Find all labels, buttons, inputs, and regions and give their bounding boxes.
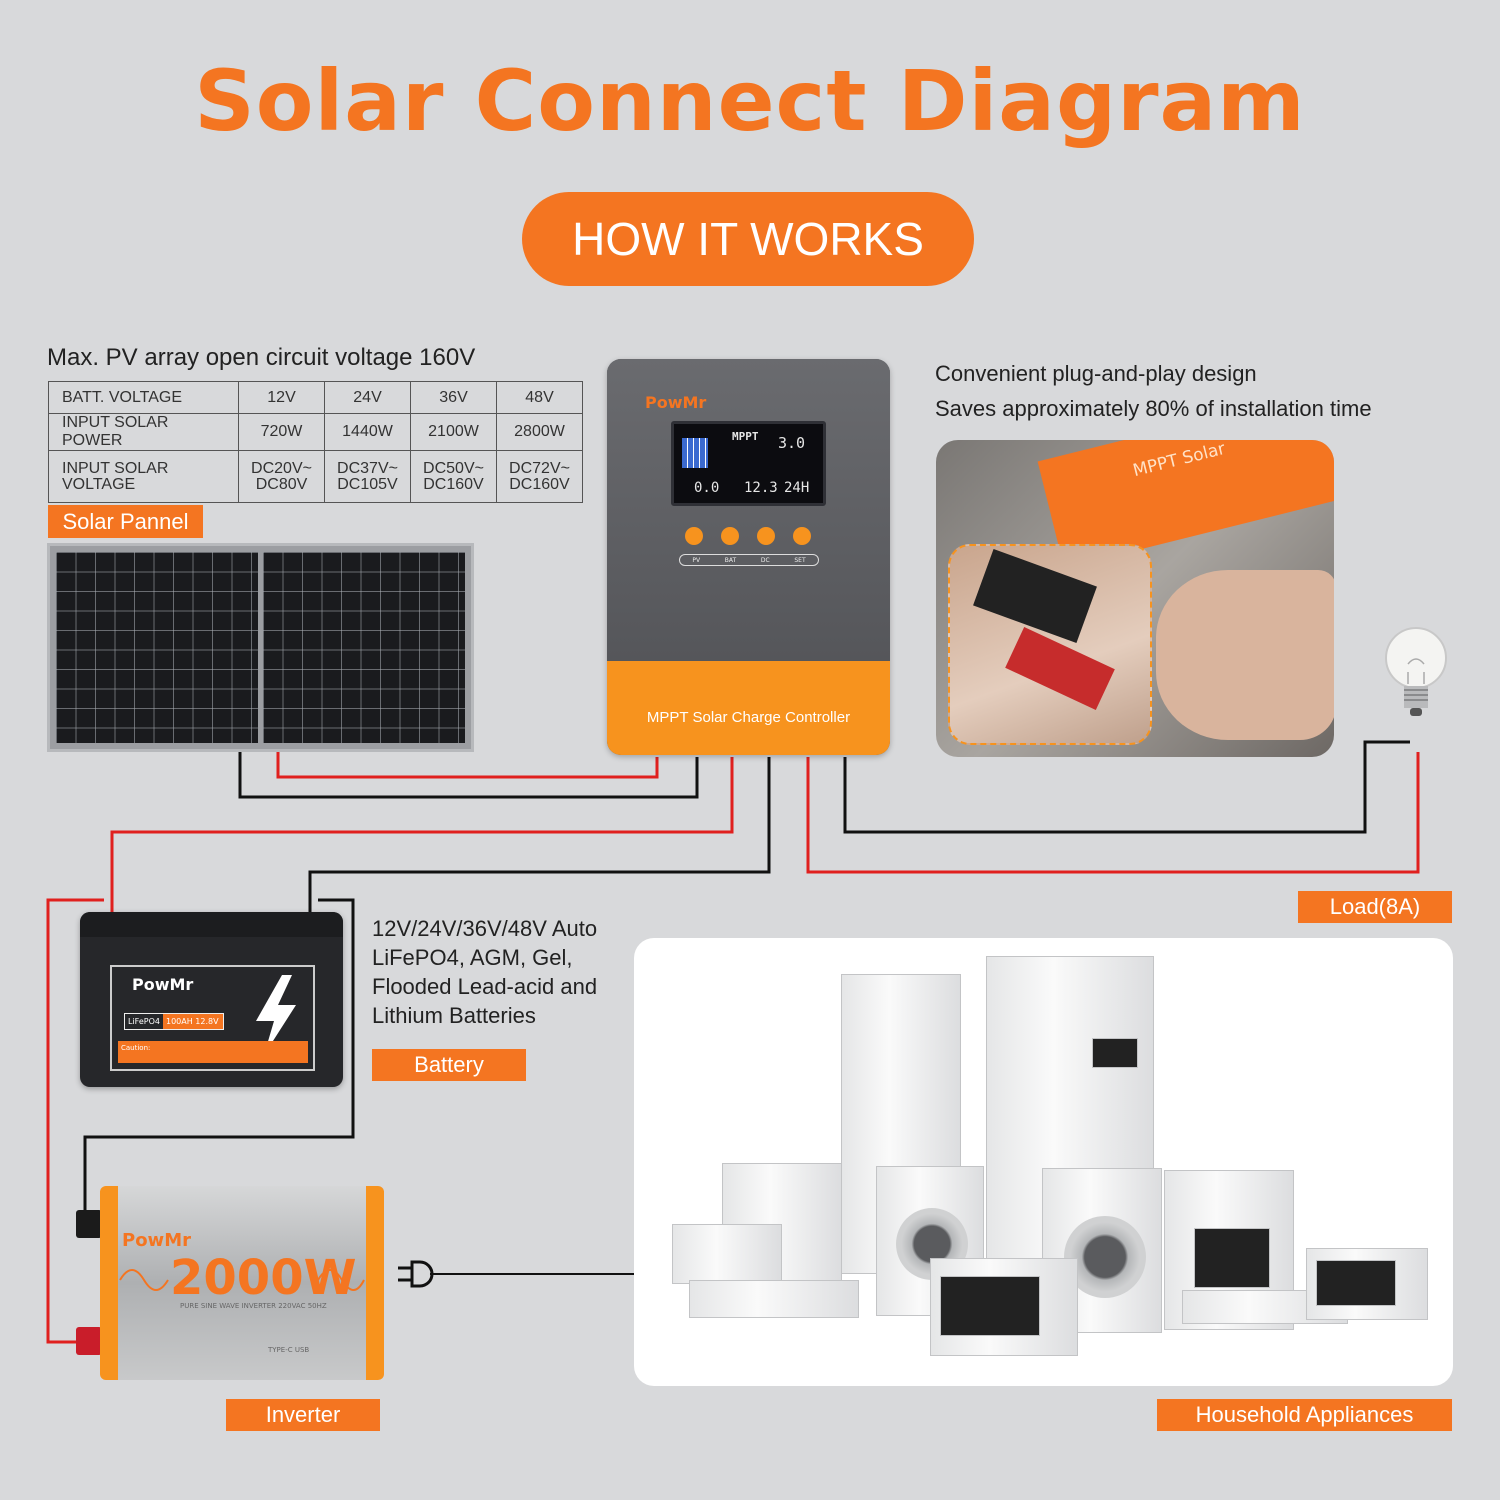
spec-header-cell: 48V [496, 381, 583, 414]
spec-cell: INPUT SOLAR POWER [48, 413, 239, 451]
button-legend-set: SET [794, 556, 806, 564]
hand-image [1156, 570, 1334, 740]
light-bulb-icon [1385, 627, 1447, 716]
battery-label: Battery [372, 1049, 526, 1081]
inverter-unit: PowMr 2000W PURE SINE WAVE INVERTER 220V… [100, 1186, 384, 1380]
dc-button [757, 527, 775, 545]
solar-panel-icon [682, 438, 708, 468]
inverter-brand: PowMr [122, 1230, 191, 1251]
battery-neg-wire [308, 757, 771, 912]
max-pv-voltage-note: Max. PV array open circuit voltage 160V [47, 344, 476, 371]
lcd-battery-reading: 12.3 [744, 480, 778, 496]
battery-pos-wire [110, 757, 734, 912]
spec-cell: INPUT SOLAR VOLTAGE [48, 450, 239, 503]
spec-header-cell: 12V [238, 381, 325, 414]
solar-neg-wire [238, 752, 699, 799]
battery-compat-text: 12V/24V/36V/48V Auto LiFePO4, AGM, Gel, … [372, 914, 597, 1030]
inverter-desc: PURE SINE WAVE INVERTER 220VAC 50HZ [180, 1302, 327, 1310]
inverter-pos-wire [46, 898, 104, 1344]
spec-cell: DC72V~ DC160V [496, 450, 583, 503]
plug-play-photo: MPPT Solar [936, 440, 1334, 757]
page-title: Solar Connect Diagram [194, 52, 1306, 150]
spec-row-voltage: INPUT SOLAR VOLTAGE DC20V~ DC80V DC37V~ … [48, 450, 583, 503]
controller-label: MPPT Solar Charge Controller [646, 709, 851, 726]
battery-unit: PowMr LiFePO4 100AH 12.8V Caution: [80, 912, 343, 1087]
plug-play-line-1: Convenient plug-and-play design [935, 361, 1257, 386]
battery-compat-line: LiFePO4, AGM, Gel, [372, 945, 573, 970]
household-appliances-label: Household Appliances [1157, 1399, 1452, 1431]
controller-brand: PowMr [645, 393, 707, 412]
spec-header-row: BATT. VOLTAGE 12V 24V 36V 48V [48, 381, 583, 414]
how-it-works-badge: HOW IT WORKS [522, 192, 974, 286]
battery-brand: PowMr [132, 975, 194, 994]
plug-play-text: Convenient plug-and-play design Saves ap… [935, 356, 1372, 426]
black-connector [973, 548, 1097, 644]
battery-spec: 100AH 12.8V [162, 1014, 223, 1029]
spec-cell: DC20V~ DC80V [238, 450, 325, 503]
microwave-right-window [1316, 1260, 1396, 1306]
inverter-neg-wire [83, 898, 355, 1222]
button-legend-pv: PV [692, 556, 701, 564]
spec-cell: DC50V~ DC160V [410, 450, 497, 503]
button-legend-dc: DC [760, 556, 770, 564]
set-button [793, 527, 811, 545]
connector-inset-photo [948, 544, 1152, 745]
battery-compat-line: Flooded Lead-acid and [372, 974, 598, 999]
bat-button [721, 527, 739, 545]
charge-controller: PowMr MPPT 3.0 0.0 12.3 24H PV BAT DC SE… [607, 359, 890, 755]
lcd-pv-reading: 0.0 [694, 480, 720, 496]
solar-panel-image [47, 543, 474, 752]
solar-panel-label: Solar Pannel [48, 505, 203, 538]
lightning-icon [256, 975, 296, 1055]
spec-cell: 2100W [410, 413, 497, 451]
button-legend-bat: BAT [724, 556, 737, 564]
inverter-neg-terminal [76, 1210, 102, 1238]
load-pos-wire [806, 752, 1420, 874]
battery-chem-badge: LiFePO4 100AH 12.8V [124, 1013, 224, 1030]
pv-button [685, 527, 703, 545]
spec-cell: 1440W [324, 413, 411, 451]
solar-panel-cells [56, 552, 258, 743]
sine-wave-icon [119, 1269, 365, 1291]
microwave-window [940, 1276, 1040, 1336]
spec-cell: 2800W [496, 413, 583, 451]
controller-base [607, 661, 890, 755]
ac-plug-icon [398, 1260, 434, 1288]
inverter-pos-terminal [76, 1327, 102, 1355]
button-legend: PV BAT DC SET [679, 554, 819, 566]
lcd-load-reading: 3.0 [778, 434, 806, 452]
wall-ac [689, 1280, 859, 1318]
battery-compat-line: 12V/24V/36V/48V Auto [372, 916, 598, 941]
battery-caution-strip: Caution: [118, 1041, 308, 1063]
solar-panel-cells [263, 552, 465, 743]
battery-lid [80, 912, 343, 937]
fridge-display [1092, 1038, 1138, 1068]
load-neg-wire [843, 740, 1410, 834]
inverter-power: 2000W [170, 1250, 357, 1306]
household-appliances-image [634, 938, 1453, 1386]
solar-pos-wire [276, 752, 659, 779]
inverter-label: Inverter [226, 1399, 380, 1431]
spec-table: BATT. VOLTAGE 12V 24V 36V 48V INPUT SOLA… [48, 381, 583, 503]
load-label: Load(8A) [1298, 891, 1452, 923]
plug-play-line-2: Saves approximately 80% of installation … [935, 396, 1372, 421]
inverter-ports: TYPE-C USB [268, 1346, 310, 1354]
oven-window [1194, 1228, 1270, 1288]
spec-cell: DC37V~ DC105V [324, 450, 411, 503]
battery-compat-line: Lithium Batteries [372, 1003, 536, 1028]
lcd-system-reading: 24H [784, 480, 810, 496]
controller-body [607, 359, 890, 661]
battery-label-panel: PowMr LiFePO4 100AH 12.8V Caution: [110, 965, 315, 1071]
lcd-mode: MPPT [732, 430, 759, 443]
red-connector [1005, 626, 1115, 711]
battery-chem: LiFePO4 [128, 1017, 160, 1026]
controller-lcd: MPPT 3.0 0.0 12.3 24H [671, 421, 826, 506]
air-conditioner-unit [672, 1224, 782, 1284]
